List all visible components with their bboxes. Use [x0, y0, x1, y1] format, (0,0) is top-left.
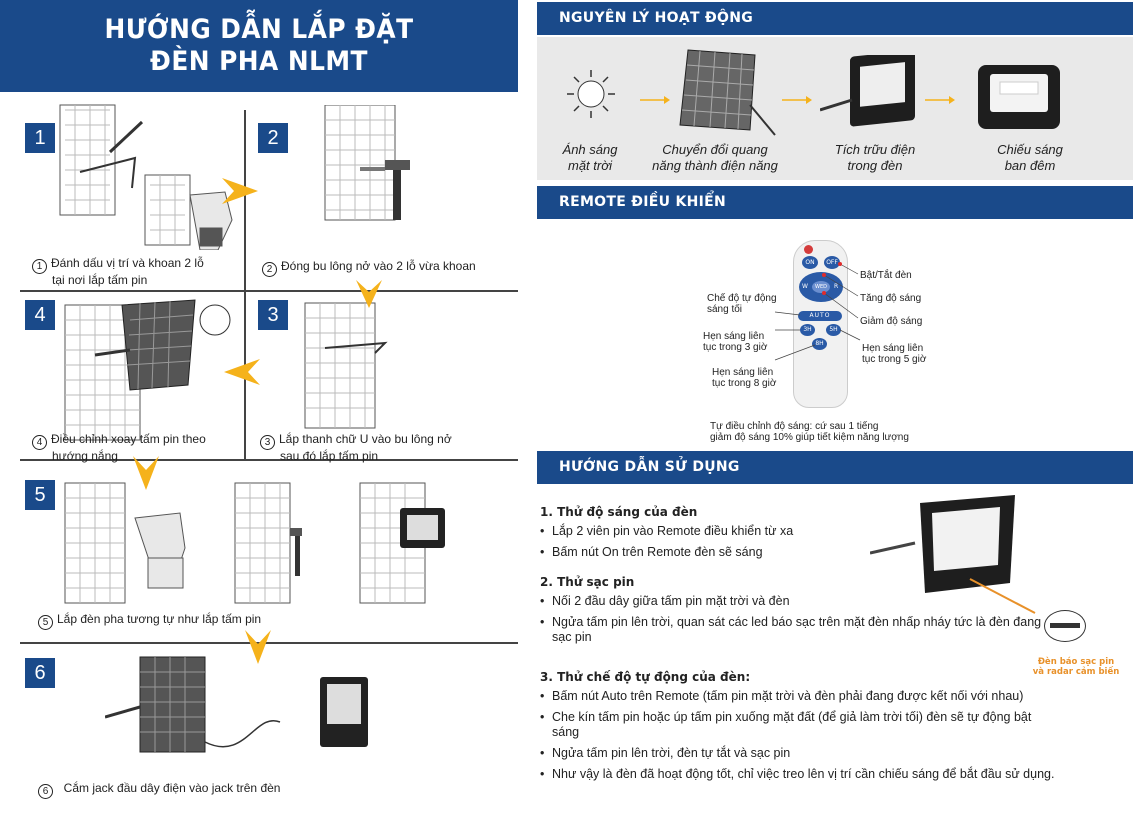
- remote-label: Bật/Tắt đèn: [860, 270, 912, 281]
- arrow-icon: [133, 456, 159, 490]
- dpad-right[interactable]: R: [834, 283, 839, 290]
- list-item: Bấm nút On trên Remote đèn sẽ sáng: [540, 545, 860, 560]
- step-circle: 2: [262, 262, 277, 277]
- divider: [20, 459, 518, 461]
- step-circle: 5: [38, 615, 53, 630]
- step-number: 4: [25, 300, 55, 330]
- arrow-icon: [925, 96, 955, 104]
- step-circle: 6: [38, 784, 53, 799]
- section-heading: NGUYÊN LÝ HOẠT ĐỘNG: [537, 2, 1133, 35]
- 5h-button[interactable]: 5H: [826, 324, 841, 336]
- arrow-icon: [222, 178, 258, 204]
- usage-section-2: 2. Thử sạc pin Nối 2 đầu dây giữa tấm pi…: [540, 575, 1075, 651]
- step-number: 3: [258, 300, 288, 330]
- dpad-left[interactable]: W: [802, 283, 808, 290]
- off-button[interactable]: OFF: [824, 256, 840, 269]
- auto-button[interactable]: AUTO: [798, 311, 842, 321]
- divider: [20, 642, 518, 644]
- page-title: HƯỚNG DẪN LẮP ĐẶT ĐÈN PHA NLMT: [0, 0, 518, 92]
- floodlight-with-led-icon: [870, 495, 1036, 614]
- step-circle: 1: [32, 259, 47, 274]
- list-item: Ngửa tấm pin lên trời, đèn tự tắt và sạc…: [540, 746, 1060, 761]
- arrow-icon: [640, 96, 670, 104]
- remote-leader-lines: [774, 262, 861, 361]
- list-item: Bấm nút Auto trên Remote (tấm pin mặt tr…: [540, 689, 1060, 704]
- on-button[interactable]: ON: [802, 256, 818, 269]
- remote-body: [793, 240, 848, 408]
- step-number: 6: [25, 658, 55, 688]
- list-item: Ngửa tấm pin lên trời, quan sát các led …: [540, 615, 1045, 645]
- 8h-button[interactable]: 8H: [812, 338, 827, 350]
- dpad-center[interactable]: WED: [812, 281, 830, 293]
- arrow-icon: [245, 630, 271, 664]
- step1-illustration: [59, 104, 233, 250]
- list-item: Như vậy là đèn đã hoạt động tốt, chỉ việ…: [540, 767, 1060, 782]
- remote-label: Giảm độ sáng: [860, 316, 923, 327]
- usage-section-3: 3. Thử chế độ tự động của đèn: Bấm nút A…: [540, 670, 1060, 788]
- power-led: [804, 245, 813, 254]
- step-number: 5: [25, 480, 55, 510]
- step2-illustration: [324, 105, 410, 221]
- usage-section-1: 1. Thử độ sáng của đèn Lắp 2 viên pin và…: [540, 505, 860, 566]
- 3h-button[interactable]: 3H: [800, 324, 815, 336]
- arrow-icon: [782, 96, 812, 104]
- step-circle: 3: [260, 435, 275, 450]
- step-caption: 6 Cắm jack đầu dây điện vào jack trên đè…: [38, 782, 438, 799]
- list-item: Lắp 2 viên pin vào Remote điều khiển từ …: [540, 524, 860, 539]
- section-heading: REMOTE ĐIỀU KHIỂN: [537, 186, 1133, 219]
- step-number: 2: [258, 123, 288, 153]
- divider: [244, 110, 246, 460]
- step5-illustration: [64, 482, 445, 604]
- arrow-icon: [224, 359, 260, 385]
- list-item: Nối 2 đầu dây giữa tấm pin mặt trời và đ…: [540, 594, 1075, 609]
- remote-label: Tăng độ sáng: [860, 293, 922, 304]
- step3-illustration: [304, 302, 388, 429]
- step6-illustration: [105, 656, 368, 753]
- step4-illustration: [64, 299, 231, 441]
- step-number: 1: [25, 123, 55, 153]
- sun-icon: [567, 70, 615, 118]
- section-heading: HƯỚNG DẪN SỬ DỤNG: [537, 451, 1133, 484]
- divider: [20, 290, 518, 292]
- solar-panel-icon: [679, 49, 776, 136]
- arrow-icon: [356, 280, 382, 308]
- floodlight-icon: [820, 55, 915, 127]
- step-circle: 4: [32, 435, 47, 450]
- floodlight-night-icon: [978, 65, 1060, 129]
- list-item: Che kín tấm pin hoặc úp tấm pin xuống mặ…: [540, 710, 1060, 740]
